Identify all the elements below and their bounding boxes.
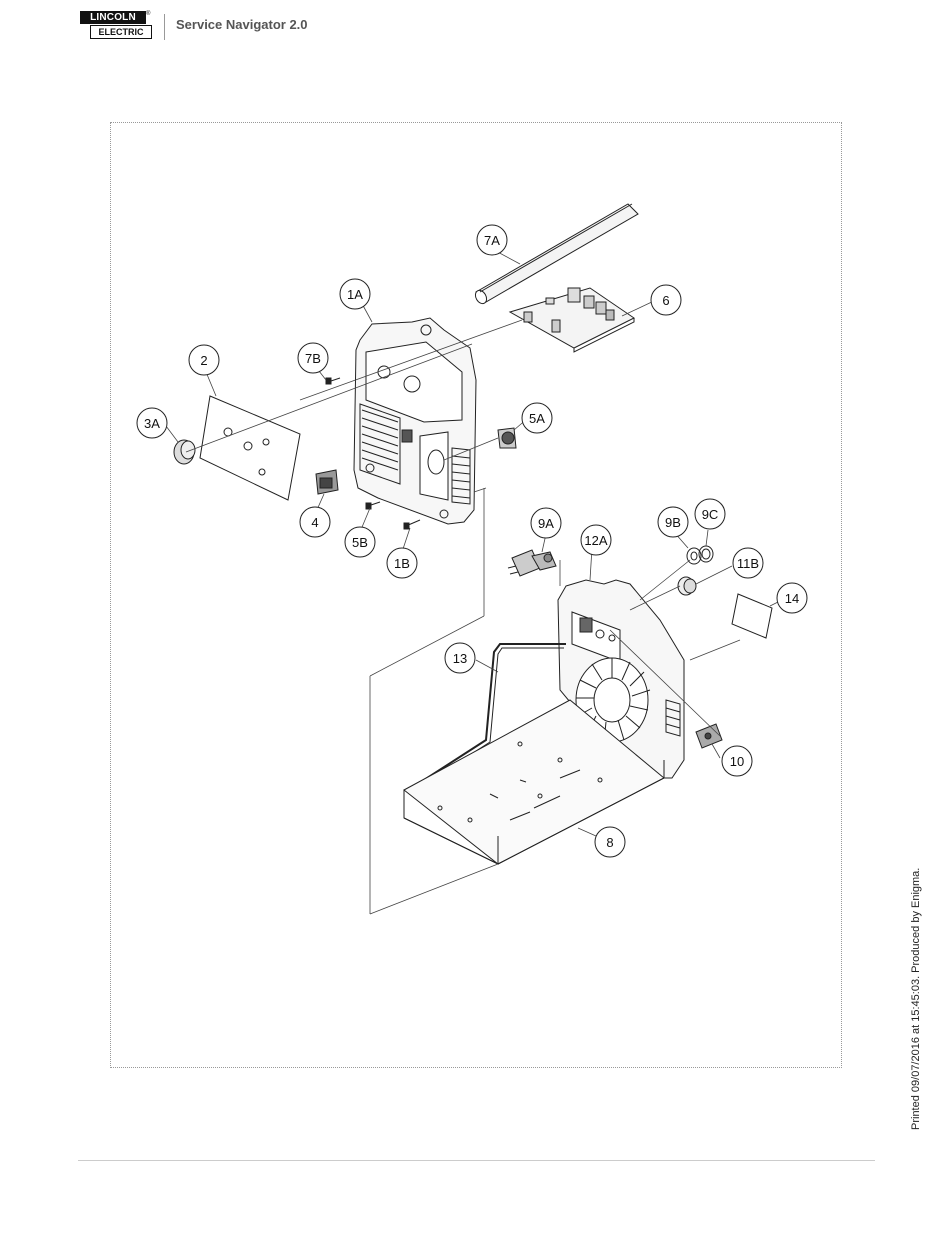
callout-5a-label: 5A <box>529 411 545 426</box>
screw-1b <box>404 520 420 529</box>
panel-label <box>200 396 300 500</box>
callout-11b: 11B <box>733 548 763 578</box>
screw-5b <box>366 502 380 509</box>
callout-5b-label: 5B <box>352 535 368 550</box>
callout-8-label: 8 <box>606 835 613 850</box>
front-case <box>354 318 476 524</box>
callout-12a-label: 12A <box>584 533 607 548</box>
connector-5a <box>498 428 516 448</box>
circuit-breaker <box>696 724 722 748</box>
callout-11b-label: 11B <box>737 556 759 571</box>
callout-13: 13 <box>445 643 475 673</box>
callout-14: 14 <box>777 583 807 613</box>
callout-9b-label: 9B <box>665 515 681 530</box>
printed-note-text: Printed 09/07/2016 at 15:45:03. Produced… <box>910 868 922 1130</box>
callout-7b: 7B <box>298 343 328 373</box>
pc-board <box>510 288 634 352</box>
callout-12a: 12A <box>581 525 611 555</box>
callout-1b: 1B <box>387 548 417 578</box>
callout-10-label: 10 <box>730 754 744 769</box>
callout-5a: 5A <box>522 403 552 433</box>
callout-14-label: 14 <box>785 591 799 606</box>
callout-6: 6 <box>651 285 681 315</box>
callout-10: 10 <box>722 746 752 776</box>
callout-7b-label: 7B <box>305 351 321 366</box>
callout-3a-label: 3A <box>144 416 160 431</box>
callout-1a: 1A <box>340 279 370 309</box>
callout-9a: 9A <box>531 508 561 538</box>
rear-label <box>732 594 772 638</box>
power-cord-plug <box>508 550 556 576</box>
knob <box>174 440 195 464</box>
callout-13-label: 13 <box>453 651 467 666</box>
callout-9a-label: 9A <box>538 516 554 531</box>
bushing-11b <box>678 577 696 595</box>
callout-9c-label: 9C <box>702 507 719 522</box>
callout-5b: 5B <box>345 527 375 557</box>
handle-tube <box>473 204 638 306</box>
rocker-switch <box>316 470 338 494</box>
callout-6-label: 6 <box>662 293 669 308</box>
callout-2: 2 <box>189 345 219 375</box>
callout-3a: 3A <box>137 408 167 438</box>
screw-7b <box>326 378 340 384</box>
callout-7a: 7A <box>477 225 507 255</box>
callout-2-label: 2 <box>200 353 207 368</box>
callout-7a-label: 7A <box>484 233 500 248</box>
callout-9c: 9C <box>695 499 725 529</box>
callout-4-label: 4 <box>311 515 318 530</box>
callout-1a-label: 1A <box>347 287 363 302</box>
callout-9b: 9B <box>658 507 688 537</box>
callout-4: 4 <box>300 507 330 537</box>
callout-8: 8 <box>595 827 625 857</box>
footer-divider <box>78 1160 875 1161</box>
callout-1b-label: 1B <box>394 556 410 571</box>
